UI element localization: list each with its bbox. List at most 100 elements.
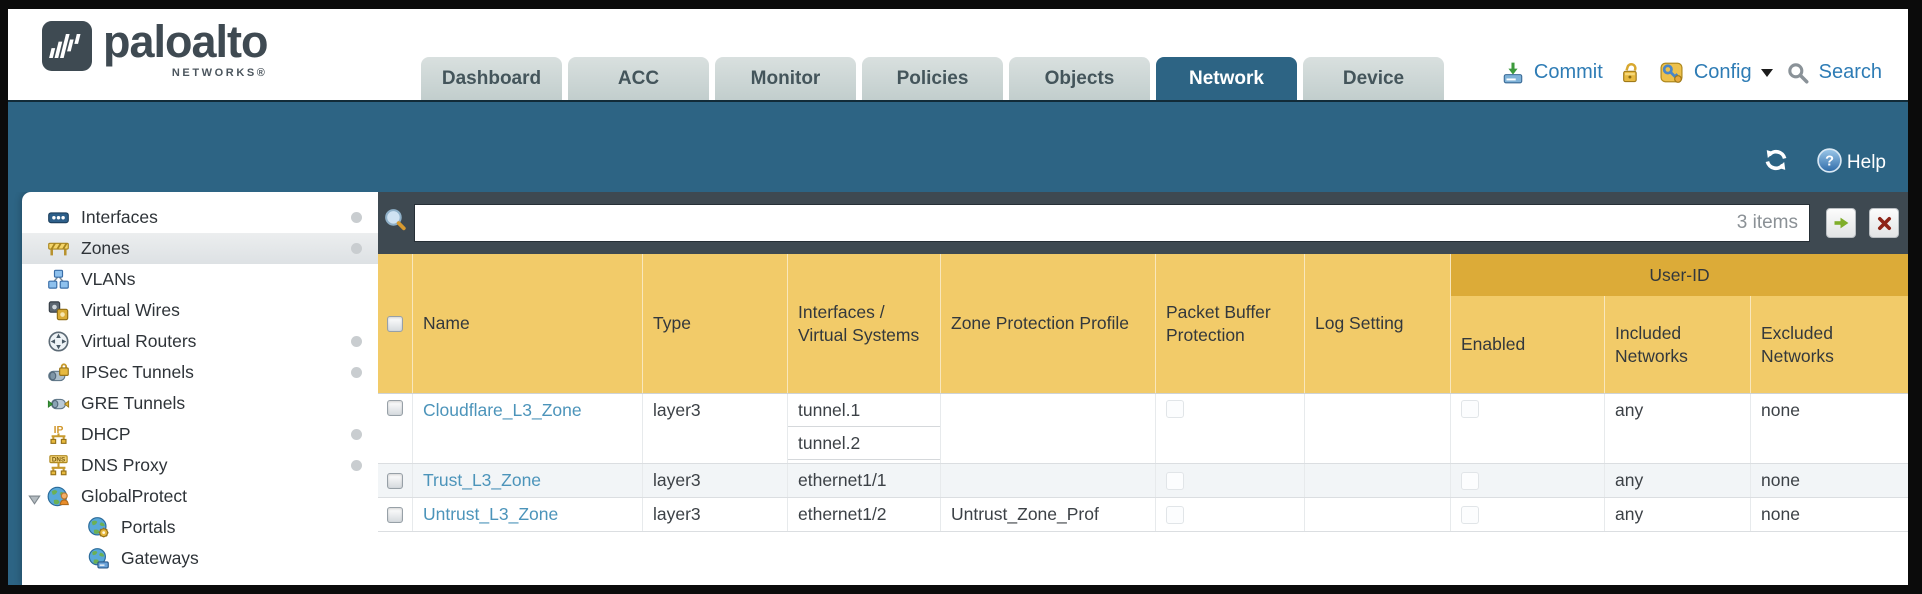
interfaces-icon [47, 206, 70, 229]
sidebar-item-ipsec-tunnels[interactable]: IPSec Tunnels [22, 357, 378, 388]
row-checkbox[interactable] [387, 472, 403, 489]
zone-type-value: layer3 [653, 470, 701, 490]
commit-button[interactable]: Commit [1533, 61, 1603, 83]
sidebar-item-label: Virtual Routers [81, 331, 197, 351]
interface-value: tunnel.2 [788, 427, 940, 460]
column-header-label: Interfaces / Virtual Systems [798, 301, 920, 345]
lock-icon[interactable] [1618, 60, 1643, 85]
interface-value: ethernet1/1 [798, 470, 887, 490]
userid-enabled-checkbox [1461, 400, 1479, 418]
sidebar-item-portals[interactable]: Portals [22, 512, 378, 543]
expand-arrow-icon[interactable] [28, 490, 41, 505]
gateways-icon [87, 547, 110, 570]
row-checkbox[interactable] [387, 400, 403, 416]
column-header-label: Included Networks [1615, 322, 1688, 366]
excluded-networks-cell: none [1751, 394, 1908, 463]
dns-proxy-icon: DNS [47, 454, 70, 477]
status-dot [351, 429, 362, 440]
column-header-excluded-networks: Excluded Networks [1751, 296, 1908, 393]
sidebar-item-interfaces[interactable]: Interfaces [22, 202, 378, 233]
row-checkbox[interactable] [387, 506, 403, 523]
packet-buffer-protection-checkbox [1166, 400, 1184, 418]
sidebar-item-label: Interfaces [81, 207, 158, 227]
sidebar-item-gateways[interactable]: Gateways [22, 543, 378, 574]
apply-filter-button[interactable] [1826, 208, 1856, 238]
clear-filter-button[interactable] [1869, 208, 1899, 238]
included-networks-cell: any [1605, 394, 1751, 463]
userid-enabled-cell [1451, 394, 1605, 463]
zone-name-link[interactable]: Trust_L3_Zone [423, 470, 542, 490]
excluded-networks-cell: none [1751, 498, 1908, 531]
interface-value: ethernet1/2 [798, 504, 887, 524]
globalprotect-icon [47, 485, 70, 508]
zone-protection-profile-cell: Untrust_Zone_Prof [941, 498, 1156, 531]
tab-device[interactable]: Device [1303, 57, 1444, 100]
gre-tunnels-icon [47, 392, 70, 415]
logo-subtitle: NETWORKS® [171, 66, 268, 79]
row-select-cell [378, 464, 413, 497]
ipsec-tunnels-icon [47, 361, 70, 384]
user-id-group-header: User-ID [1451, 254, 1908, 296]
zone-protection-profile-cell [941, 464, 1156, 497]
logo-wordmark: paloalto [103, 16, 269, 67]
sidebar-item-label: IPSec Tunnels [81, 362, 194, 382]
zone-protection-profile-value: Untrust_Zone_Prof [951, 504, 1099, 524]
sidebar-item-vlans[interactable]: VLANs [22, 264, 378, 295]
sidebar-item-label: Gateways [121, 548, 199, 568]
help-button[interactable]: ? Help [1816, 147, 1886, 180]
log-setting-cell [1305, 394, 1451, 463]
sidebar-item-virtual-routers[interactable]: Virtual Routers [22, 326, 378, 357]
column-header-log-setting: Log Setting [1305, 254, 1451, 393]
sidebar-item-label: Portals [121, 517, 176, 537]
svg-text:DNS: DNS [52, 456, 65, 463]
tab-dashboard[interactable]: Dashboard [421, 57, 562, 100]
included-networks-cell: any [1605, 498, 1751, 531]
search-button[interactable]: Search [1818, 61, 1882, 83]
tab-network[interactable]: Network [1156, 57, 1297, 100]
log-setting-cell [1305, 498, 1451, 531]
included-networks-cell: any [1605, 464, 1751, 497]
zone-name-link[interactable]: Cloudflare_L3_Zone [423, 400, 582, 420]
userid-enabled-cell [1451, 498, 1605, 531]
chevron-down-icon[interactable] [1760, 69, 1773, 83]
column-header-label: Packet Buffer Protection [1166, 301, 1271, 345]
tab-policies[interactable]: Policies [862, 57, 1003, 100]
included-networks-value: any [1615, 504, 1644, 524]
column-header-label: Excluded Networks [1761, 322, 1834, 366]
virtual-wires-icon [47, 299, 70, 322]
sidebar-item-virtual-wires[interactable]: Virtual Wires [22, 295, 378, 326]
packet-buffer-protection-cell [1156, 464, 1305, 497]
interface-value: tunnel.1 [788, 394, 940, 427]
status-dot [351, 460, 362, 471]
tab-objects[interactable]: Objects [1009, 57, 1150, 100]
zone-type-cell: layer3 [643, 394, 788, 463]
filter-input[interactable] [414, 204, 1810, 242]
sidebar-item-globalprotect[interactable]: GlobalProtect [22, 481, 378, 512]
refresh-icon[interactable] [1762, 146, 1790, 180]
virtual-routers-icon [47, 330, 70, 353]
config-button[interactable]: Config [1693, 61, 1752, 83]
zone-name-link[interactable]: Untrust_L3_Zone [423, 504, 559, 524]
commit-icon [1501, 61, 1525, 85]
sidebar-item-label: VLANs [81, 269, 136, 289]
search-icon [1786, 61, 1810, 85]
sidebar-item-zones[interactable]: Zones [22, 233, 378, 264]
sidebar-item-gre-tunnels[interactable]: GRE Tunnels [22, 388, 378, 419]
select-all-checkbox[interactable] [387, 315, 403, 332]
interfaces-cell: ethernet1/1 [788, 464, 941, 497]
tab-acc[interactable]: ACC [568, 57, 709, 100]
filter-search-icon [382, 207, 409, 239]
column-header-zone-protection-profile: Zone Protection Profile [941, 254, 1156, 393]
excluded-networks-value: none [1761, 504, 1800, 524]
tab-monitor[interactable]: Monitor [715, 57, 856, 100]
